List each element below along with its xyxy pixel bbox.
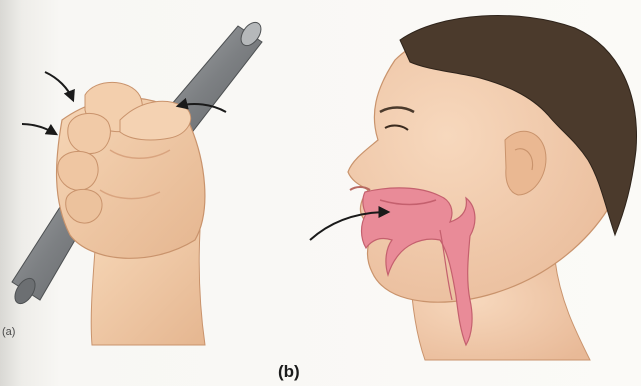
panel-b [310,16,636,361]
hand-grip-icon [57,82,205,345]
panel-b-label: (b) [278,362,300,382]
panel-a-label: (a) [2,326,15,338]
panel-a [11,19,265,345]
